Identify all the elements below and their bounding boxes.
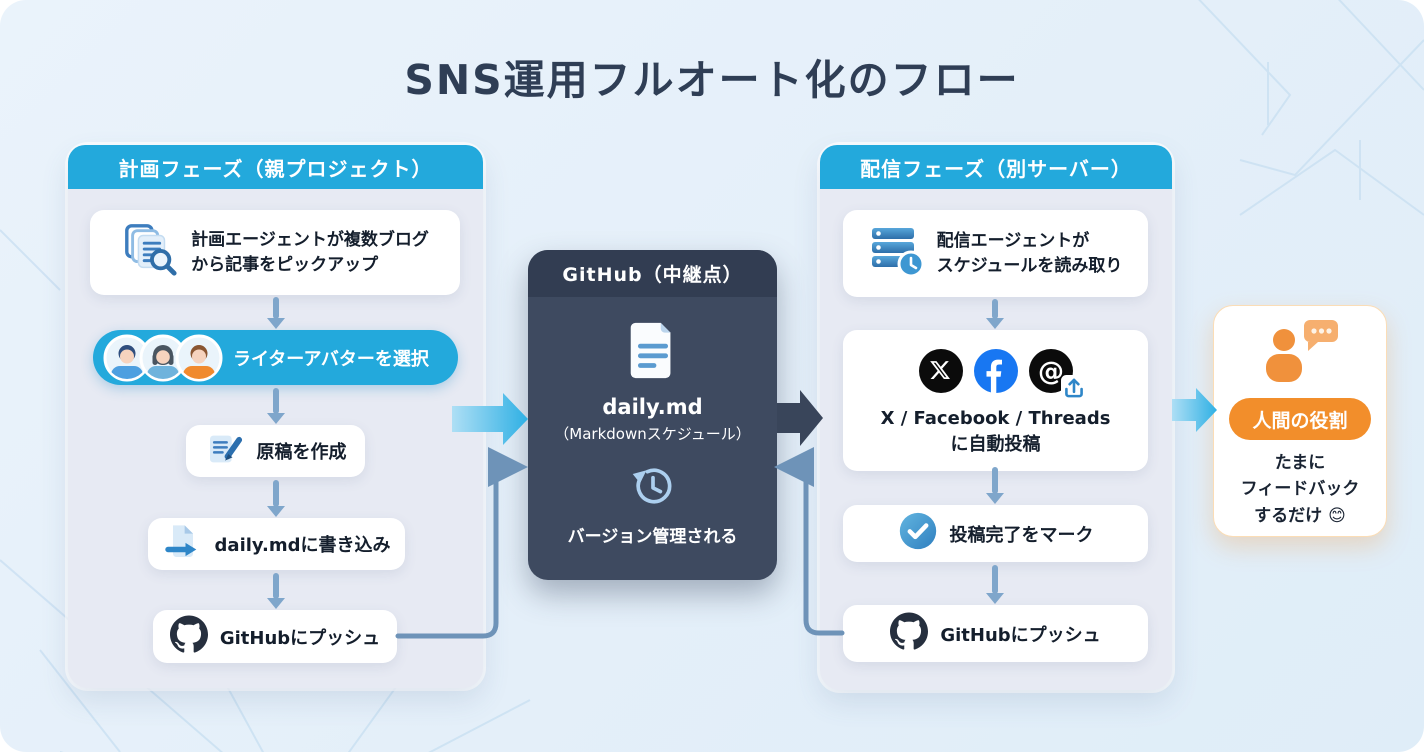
github-push-label-left: GitHubにプッシュ	[219, 627, 381, 649]
avatar-pill-label: ライターアバターを選択	[233, 348, 429, 370]
create-draft-card: 原稿を作成	[186, 425, 365, 477]
file-desc: （Markdownスケジュール）	[554, 425, 751, 443]
github-push-card-right: GitHubにプッシュ	[843, 605, 1148, 662]
human-line1: たまに	[1274, 453, 1326, 473]
avatar-woman	[139, 334, 187, 381]
avatar-man-orange	[175, 334, 223, 381]
arrow-post-to-mark	[986, 467, 1004, 504]
arrow-read-to-post	[986, 299, 1004, 329]
pickup-line2: から記事をピックアップ	[191, 254, 379, 275]
write-daily-md-label: daily.mdに書き込み	[214, 535, 391, 556]
document-arrow-icon	[163, 522, 203, 567]
github-icon	[169, 615, 208, 658]
arrow-draft-to-write	[267, 480, 285, 517]
writer-avatars	[103, 334, 223, 382]
human-line3: するだけ 😊	[1254, 505, 1346, 526]
mark-complete-label: 投稿完了をマーク	[949, 524, 1094, 546]
auto-post-card: @ X / Facebook	[843, 330, 1148, 471]
history-icon	[629, 462, 677, 514]
github-push-label-right: GitHubにプッシュ	[940, 624, 1101, 646]
threads-icon: @	[1028, 348, 1087, 401]
arrow-mark-to-push	[986, 565, 1004, 604]
github-icon	[890, 612, 929, 655]
facebook-icon	[973, 348, 1018, 398]
documents-search-icon	[121, 221, 179, 284]
github-hub-header: GitHub（中継点）	[528, 250, 777, 297]
avatar-man-blue	[103, 334, 151, 381]
auto-post-line1: X / Facebook / Threads	[880, 407, 1111, 429]
svg-text:@: @	[1038, 357, 1064, 387]
arrow-avatar-to-draft	[267, 388, 285, 424]
distribution-phase-panel: 配信フェーズ（別サーバー）	[820, 145, 1172, 690]
upload-icon	[1060, 374, 1087, 406]
file-name: daily.md	[602, 395, 703, 419]
auto-post-line2: に自動投稿	[950, 434, 1041, 455]
human-role-badge: 人間の役割	[1229, 398, 1371, 440]
pickup-articles-card: 計画エージェントが複数ブログ から記事をピックアップ	[90, 210, 460, 295]
distribution-phase-header: 配信フェーズ（別サーバー）	[820, 145, 1172, 189]
write-daily-md-card: daily.mdに書き込み	[148, 518, 405, 570]
x-icon	[918, 348, 963, 398]
arrow-pickup-to-avatar	[267, 297, 285, 329]
create-draft-label: 原稿を作成	[256, 442, 347, 463]
human-role-card: 人間の役割 たまに フィードバック するだけ 😊	[1213, 305, 1387, 537]
github-push-card-left: GitHubにプッシュ	[153, 610, 397, 663]
server-clock-icon	[869, 223, 925, 284]
read-line2: スケジュールを読み取り	[936, 255, 1123, 276]
document-pencil-icon	[205, 429, 245, 474]
writer-avatar-pill: ライターアバターを選択	[93, 330, 458, 385]
planning-phase-header: 計画フェーズ（親プロジェクト）	[68, 145, 483, 189]
read-schedule-card: 配信エージェントが スケジュールを読み取り	[843, 210, 1148, 297]
person-chat-icon	[1252, 318, 1348, 390]
read-line1: 配信エージェントが	[936, 230, 1090, 251]
mark-complete-card: 投稿完了をマーク	[843, 505, 1148, 562]
markdown-file-icon	[622, 319, 684, 385]
human-line2: フィードバック	[1240, 479, 1360, 500]
page-title: SNS運用フルオート化のフロー	[404, 56, 1020, 104]
github-hub-panel: GitHub（中継点） daily.md （Markdownスケジュール）	[528, 250, 777, 580]
check-circle-icon	[898, 511, 938, 556]
pickup-line1: 計画エージェントが複数ブログ	[191, 229, 429, 250]
version-label: バージョン管理される	[567, 527, 738, 547]
arrow-write-to-push	[267, 573, 285, 609]
